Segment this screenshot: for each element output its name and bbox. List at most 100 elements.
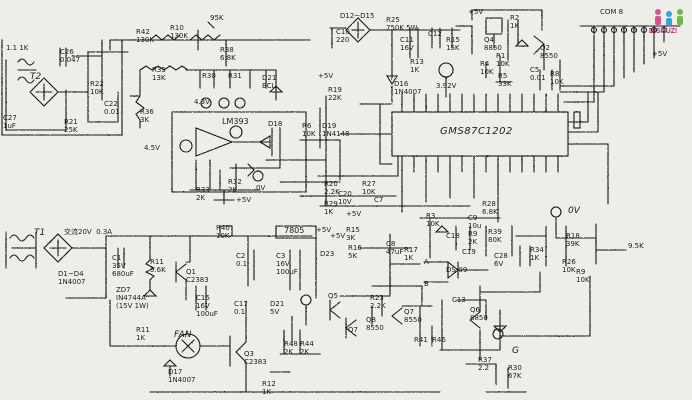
discuz-logo-text: DISCUZ! <box>649 28 678 35</box>
label-r37: R37 2.2 <box>478 356 492 372</box>
label-r22: R22 10K <box>90 80 104 96</box>
label-r39: R39 80K <box>488 228 502 244</box>
label-c1: C1 35V 680uF <box>112 254 134 278</box>
label-c7: C7 <box>374 196 384 204</box>
label-r12: R12 1K <box>262 380 276 396</box>
label-r20: R20 2.2K <box>324 180 340 196</box>
label-c15: C15 16V 100uF <box>196 294 218 318</box>
label-r31: R31 <box>228 72 242 80</box>
label-ov-a: 0V <box>256 184 266 192</box>
label-d12-d15: D12~D15 <box>340 12 375 20</box>
label-t1-rating: 交流20V 0.3A <box>64 228 113 236</box>
label-c11: C11 16V <box>400 36 414 52</box>
regulator-7805-label: 7805 <box>284 226 305 235</box>
label-r13: R13 1K <box>410 58 424 74</box>
label-t1: T1 <box>34 228 46 238</box>
label-r18: R18 39K <box>566 232 580 248</box>
label-r32: R32 2K <box>228 178 242 194</box>
label-top-95k: 95K <box>210 14 224 22</box>
label-tb: B <box>424 280 429 288</box>
label-d16: D16 1N4007 <box>394 80 422 96</box>
label-r21: R21 25K <box>64 118 78 134</box>
label-c8: C8 47uF <box>386 240 404 256</box>
label-r17: R17 1K <box>404 246 418 262</box>
label-q7a: Q7 <box>348 326 358 334</box>
label-fan: FAN <box>174 330 192 340</box>
label-v9-5k: 9.5K <box>628 242 644 250</box>
label-r27: R27 10K <box>362 180 376 196</box>
label-q5: Q5 <box>328 292 338 300</box>
label-d1-d4: D1~D4 1N4007 <box>58 270 86 286</box>
label-r1: R1 10K <box>496 52 510 68</box>
label-r33: R33 2K <box>196 186 210 202</box>
label-ds-09: DS-09 <box>446 266 468 274</box>
label-zd7: ZD7 IN4744A (15V 1W) <box>116 286 149 310</box>
label-ta: A <box>424 258 429 266</box>
label-d21b: D21 5V <box>270 300 285 316</box>
label-plus5v-b: +5V <box>468 8 484 16</box>
label-r8: R8 10K <box>550 70 564 86</box>
label-r2: R2 1K <box>510 14 520 30</box>
label-r10: R10 130K <box>170 24 188 40</box>
label-plus5v-c: +5V <box>652 50 668 58</box>
label-r3: R3 10K <box>426 212 440 228</box>
label-r16: R16 5K <box>348 244 362 260</box>
label-r19: R19 22K <box>328 86 342 102</box>
chip-label: GMS87C1202 <box>440 126 513 137</box>
label-d23: D23 <box>320 250 335 258</box>
label-c12: C12 <box>428 30 442 38</box>
label-c20: C20 10V <box>338 190 352 206</box>
t1-transformer <box>9 234 37 262</box>
label-r28: R28 6.8K <box>482 200 498 216</box>
label-c17: C17 0.1 <box>234 300 248 316</box>
label-c5: C5 0.01 <box>530 66 546 82</box>
label-plus5v-f: +5V <box>316 226 332 234</box>
label-r44: R44 2K <box>300 340 314 356</box>
label-c28: C28 6V <box>494 252 508 268</box>
label-t2-rating: 1.1 1K <box>6 44 29 52</box>
label-c26: C26 0.047 <box>60 48 81 64</box>
t2-transformer <box>17 58 37 84</box>
label-r11b: R11 1K <box>136 326 150 342</box>
label-term-g: G <box>512 346 519 356</box>
lm393-frame <box>171 111 307 193</box>
com8-connector <box>579 25 681 43</box>
label-q8: Q8 8550 <box>366 316 384 332</box>
label-c27: C27 1uF <box>3 114 17 130</box>
label-r41: R41 <box>414 336 428 344</box>
label-r30: R30 <box>202 72 216 80</box>
label-c18: C18 <box>446 232 460 240</box>
label-r35: R35 13K <box>152 66 166 82</box>
label-d21: D21 BCL <box>262 74 277 90</box>
label-plus5v-d: +5V <box>236 196 252 204</box>
label-v392: 3.92V <box>436 82 457 90</box>
label-r15: R15 15K <box>446 36 460 52</box>
label-plus5v-g: +5V <box>330 232 346 240</box>
left-block-frame <box>1 39 123 136</box>
label-c19: C19 <box>462 248 476 256</box>
label-r38: R38 6.8K <box>220 46 236 62</box>
label-c2: C2 0.1 <box>236 252 248 268</box>
label-r30b: R30 67K <box>508 364 522 380</box>
label-d19: D19 1N4148 <box>322 122 350 138</box>
label-r9: R9 2K <box>468 230 478 246</box>
label-r48: R48 2K <box>284 340 298 356</box>
label-v45: 4.5V <box>144 144 160 152</box>
label-r15b: R15 3K <box>346 226 360 242</box>
label-d18: D18 <box>268 120 283 128</box>
label-q6: Q6 8850 <box>470 306 488 322</box>
label-v43: 4.3V <box>194 98 210 106</box>
label-r5: R5 33K <box>498 72 512 88</box>
label-r36: R36 3K <box>140 108 154 124</box>
label-q2: Q2 8550 <box>540 44 558 60</box>
label-r11: R11 5.6K <box>150 258 166 274</box>
label-c10: C10 220 <box>336 28 350 44</box>
label-r40: R40 10K <box>216 224 230 240</box>
label-r46: R46 <box>432 336 446 344</box>
label-q3: Q3 C2383 <box>244 350 267 366</box>
label-r26: R26 10K <box>562 258 576 274</box>
label-r29: R29 1K <box>324 200 338 216</box>
label-t2: T2 <box>30 72 42 82</box>
